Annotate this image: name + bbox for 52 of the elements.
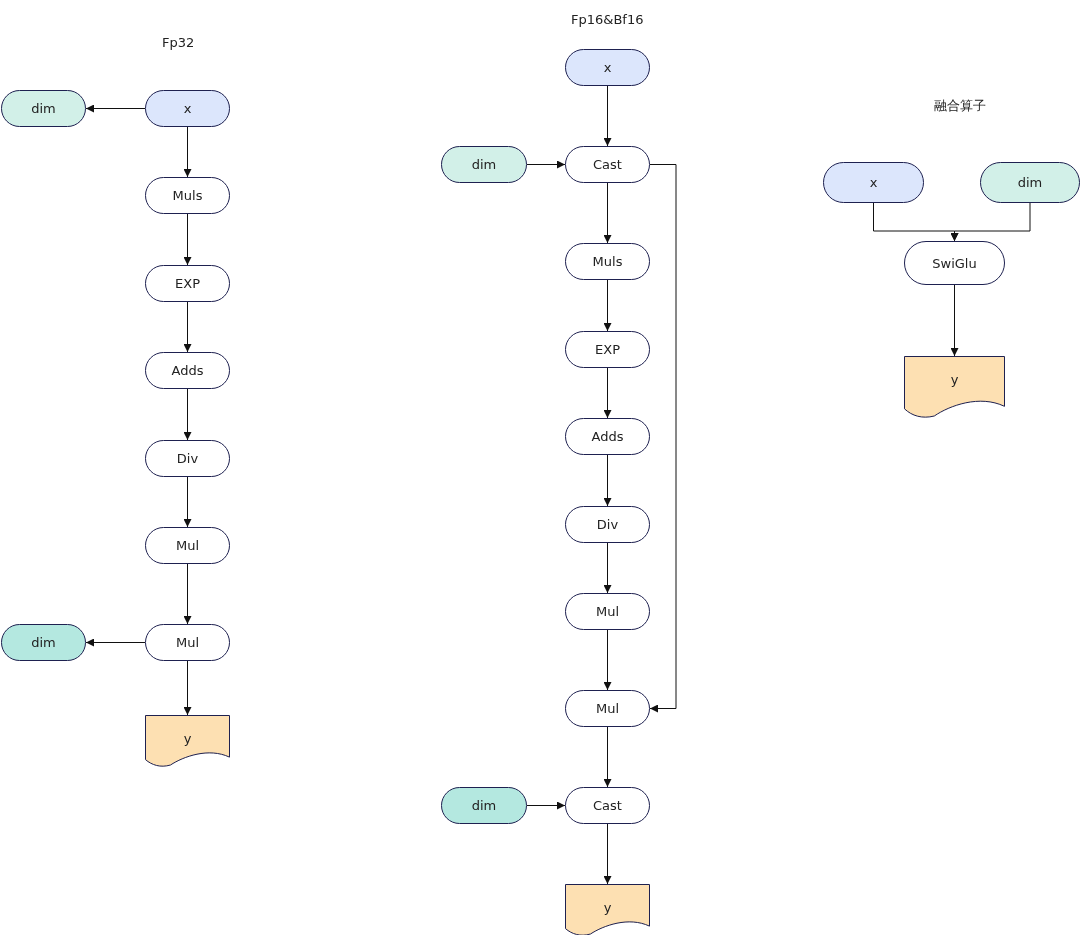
terminal-box: Adds bbox=[145, 352, 230, 389]
terminal-box: Muls bbox=[565, 243, 650, 280]
arrow bbox=[603, 542, 612, 594]
arrow bbox=[183, 213, 192, 266]
arrow bbox=[603, 823, 612, 885]
terminal-box: Adds bbox=[565, 418, 650, 455]
arrow bbox=[526, 160, 566, 169]
column-title: Fp32 bbox=[162, 34, 195, 50]
arrow bbox=[603, 367, 612, 419]
arrow bbox=[603, 182, 612, 244]
column-title: Fp16&Bf16 bbox=[571, 11, 644, 27]
arrow bbox=[950, 202, 1031, 242]
column-title: 融合算子 bbox=[934, 97, 986, 115]
arrow bbox=[183, 660, 192, 716]
terminal-box: dim bbox=[441, 146, 527, 183]
terminal-box: dim bbox=[1, 90, 86, 127]
terminal-box: x bbox=[565, 49, 650, 86]
terminal-box: dim bbox=[1, 624, 86, 661]
terminal-box: Mul bbox=[145, 527, 230, 564]
terminal-box: Cast bbox=[565, 787, 650, 824]
arrow bbox=[183, 563, 192, 625]
arrow bbox=[603, 85, 612, 147]
document-shape: y bbox=[145, 715, 230, 767]
terminal-box: Div bbox=[565, 506, 650, 543]
document-shape: y bbox=[904, 356, 1005, 418]
arrow bbox=[85, 638, 146, 647]
arrow bbox=[950, 284, 959, 357]
arrow bbox=[649, 164, 677, 713]
terminal-box: Mul bbox=[565, 690, 650, 727]
arrow bbox=[603, 279, 612, 332]
terminal-box: SwiGlu bbox=[904, 241, 1005, 285]
arrow bbox=[603, 454, 612, 507]
arrow bbox=[603, 726, 612, 788]
terminal-box: Div bbox=[145, 440, 230, 477]
arrow bbox=[603, 629, 612, 691]
terminal-box: Mul bbox=[565, 593, 650, 630]
arrow bbox=[183, 126, 192, 178]
arrow bbox=[183, 301, 192, 353]
terminal-box: Muls bbox=[145, 177, 230, 214]
arrow bbox=[85, 104, 146, 113]
arrow bbox=[526, 801, 566, 810]
terminal-box: x bbox=[823, 162, 924, 203]
terminal-box: EXP bbox=[145, 265, 230, 302]
terminal-box: Cast bbox=[565, 146, 650, 183]
terminal-box: EXP bbox=[565, 331, 650, 368]
arrow bbox=[183, 476, 192, 528]
terminal-box: dim bbox=[980, 162, 1080, 203]
terminal-box: dim bbox=[441, 787, 527, 824]
terminal-box: x bbox=[145, 90, 230, 127]
arrow bbox=[183, 388, 192, 441]
document-shape: y bbox=[565, 884, 650, 935]
terminal-box: Mul bbox=[145, 624, 230, 661]
